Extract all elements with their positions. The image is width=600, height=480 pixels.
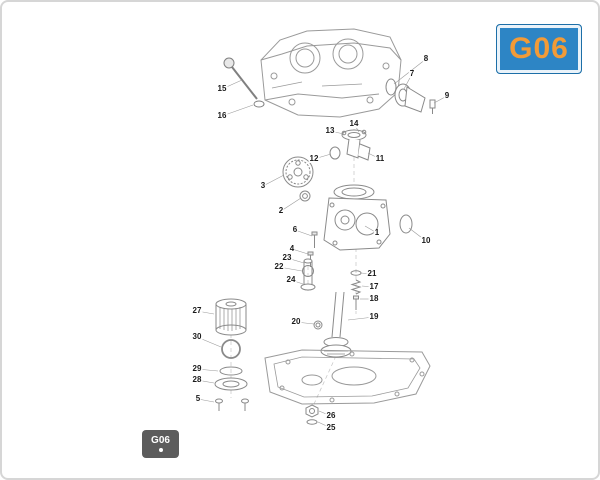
part-callout-6: 6 <box>291 225 299 234</box>
part-callout-9: 9 <box>443 91 451 100</box>
part-callout-22: 22 <box>273 262 285 271</box>
part-callout-13: 13 <box>324 126 336 135</box>
relief-valve-parts <box>350 270 362 310</box>
part-callout-5: 5 <box>194 394 202 403</box>
part-callout-12: 12 <box>308 154 320 163</box>
diagram-code-label: G06 <box>509 32 569 65</box>
part-callout-29: 29 <box>191 364 203 373</box>
oil-pump-body <box>323 184 413 251</box>
footer-tag-dot <box>158 448 163 452</box>
part-callout-18: 18 <box>368 294 380 303</box>
diagram-code-badge: G06 <box>496 24 582 74</box>
part-callout-8: 8 <box>422 54 430 63</box>
part-callout-20: 20 <box>290 317 302 326</box>
part-callout-27: 27 <box>191 306 203 315</box>
part-callout-28: 28 <box>191 375 203 384</box>
part-callout-14: 14 <box>348 119 360 128</box>
oil-pump-gear <box>282 156 314 202</box>
footer-tag-label: G06 <box>151 435 170 446</box>
part-callout-16: 16 <box>216 111 228 120</box>
part-callout-19: 19 <box>368 312 380 321</box>
part-callout-10: 10 <box>420 236 432 245</box>
part-callout-11: 11 <box>374 154 386 163</box>
part-callout-2: 2 <box>277 206 285 215</box>
dipstick <box>223 57 265 108</box>
part-callout-3: 3 <box>259 181 267 190</box>
part-callout-15: 15 <box>216 84 228 93</box>
engine-block <box>260 28 402 118</box>
diagram-code-tag: G06 <box>142 430 179 458</box>
part-callout-24: 24 <box>285 275 297 284</box>
part-callout-21: 21 <box>366 269 378 278</box>
joint-pipe <box>300 258 316 291</box>
pipe-assembly <box>329 129 371 161</box>
oil-pan <box>264 349 431 405</box>
part-callout-26: 26 <box>325 411 337 420</box>
oil-filter-assembly <box>214 298 249 411</box>
outlet-housing <box>385 78 436 114</box>
part-callout-1: 1 <box>373 228 381 237</box>
part-callout-30: 30 <box>191 332 203 341</box>
drain-plug <box>305 404 319 425</box>
part-callout-4: 4 <box>288 244 296 253</box>
part-callout-7: 7 <box>408 69 416 78</box>
part-callout-25: 25 <box>325 423 337 432</box>
part-callout-23: 23 <box>281 253 293 262</box>
part-callout-17: 17 <box>368 282 380 291</box>
